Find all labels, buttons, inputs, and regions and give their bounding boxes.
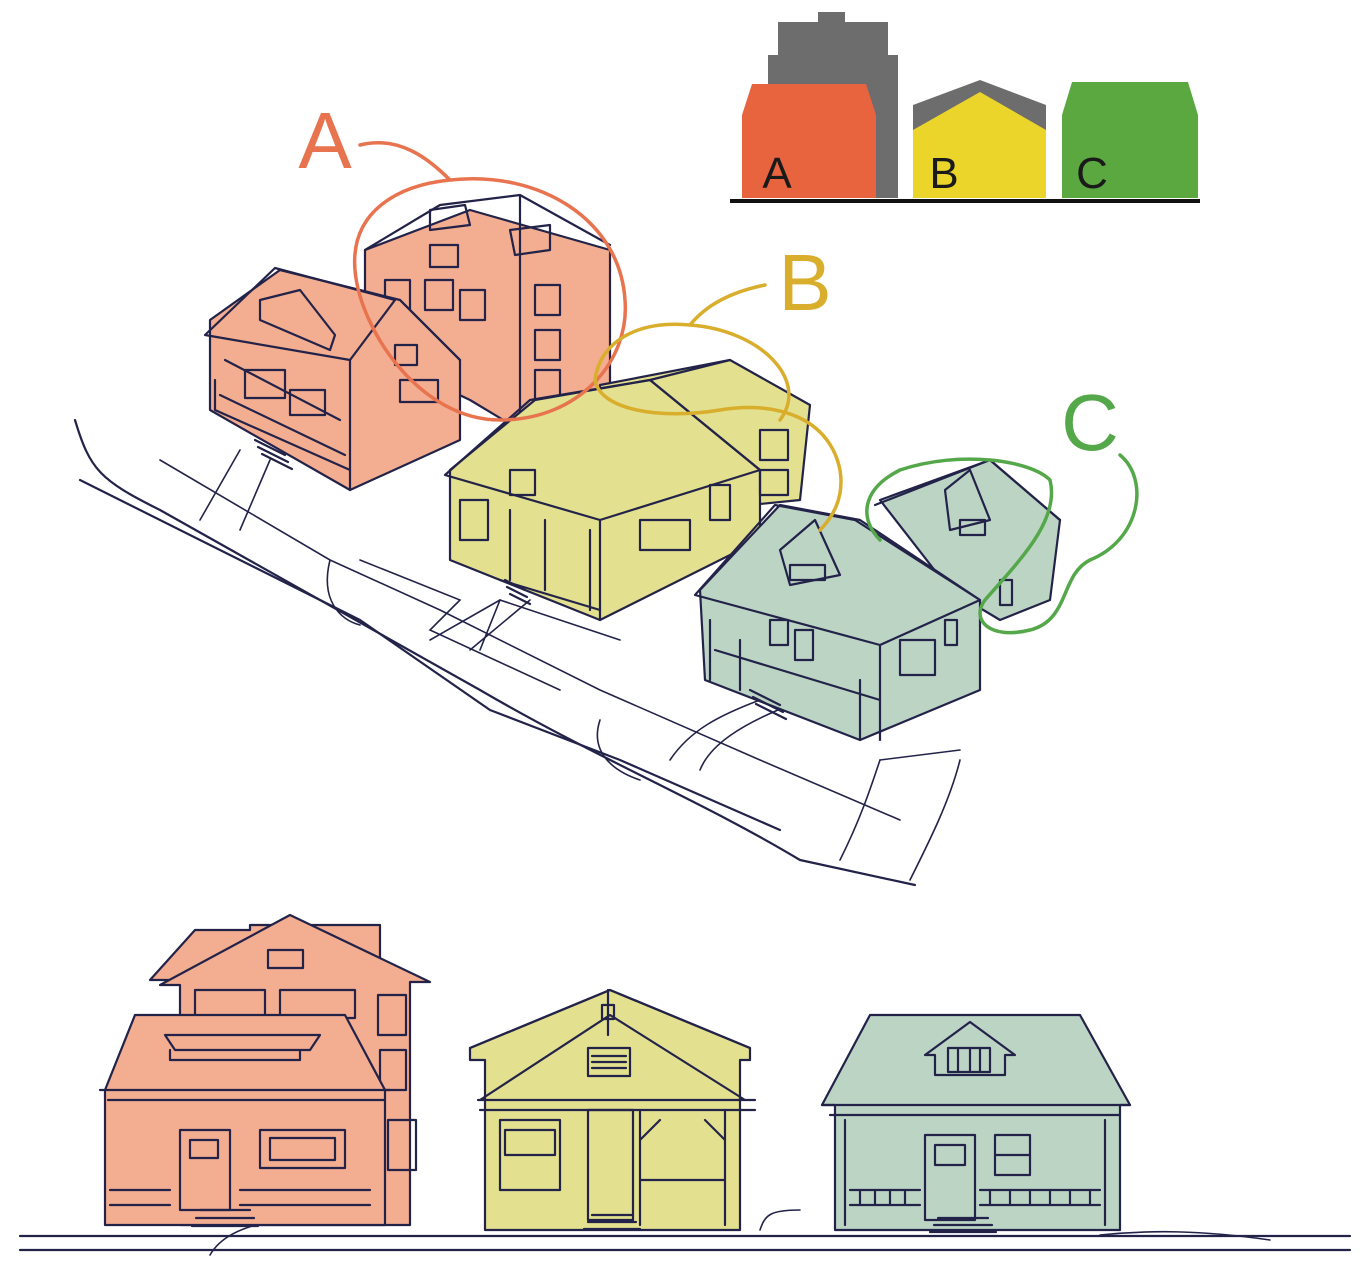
callout-loop-a — [353, 141, 628, 422]
elev-c-door — [923, 1133, 977, 1222]
callout-label-c: C — [1061, 378, 1119, 467]
walkway-c — [669, 699, 791, 771]
sidewalk-joint-2 — [596, 719, 641, 781]
legend-building-b — [913, 92, 1046, 198]
street-edge-line — [78, 478, 782, 832]
legend-building-a — [742, 84, 876, 198]
elev-c-dormer — [923, 1020, 1017, 1077]
iso-b-roof — [443, 358, 762, 622]
iso-b-porch — [498, 508, 602, 612]
elev-a-front-railing — [108, 1188, 372, 1207]
elev-b-gable-vent — [586, 1046, 632, 1078]
elev-b-steps — [582, 1213, 642, 1231]
elev-c-steps — [928, 1216, 998, 1234]
callout-label-a: A — [298, 96, 352, 185]
iso-b-gable-vent — [508, 468, 537, 497]
elev-c-dormer-window — [946, 1046, 992, 1074]
iso-a-tall-dormer — [428, 203, 552, 257]
iso-a-front-roof — [203, 266, 462, 492]
callout-loop-b — [593, 283, 843, 532]
iso-a-front-dormer — [258, 288, 337, 352]
iso-c-front-steps — [748, 688, 788, 721]
legend-label-a: A — [762, 149, 792, 198]
elev-b-porch-posts — [638, 1108, 727, 1227]
elev-house-b — [468, 988, 757, 1232]
walkway-b — [429, 599, 531, 651]
elev-b-finial — [600, 988, 616, 1037]
elev-a-front-building — [103, 1013, 387, 1227]
elev-house-c — [820, 1013, 1132, 1234]
lot-line-1 — [359, 559, 561, 691]
elev-c-railing — [848, 1188, 1102, 1207]
street-curb-line — [73, 418, 917, 887]
iso-house-b — [443, 358, 812, 622]
lot-line-2 — [479, 599, 621, 651]
elev-c-porch-posts — [843, 1118, 1107, 1227]
elev-a-front-roof-edge — [98, 1088, 392, 1102]
legend-building-c — [1062, 82, 1198, 198]
lot-line-3 — [839, 759, 961, 881]
iso-house-c-front — [693, 503, 982, 742]
iso-a-tall-roofline — [363, 193, 612, 432]
iso-c-rear-window — [958, 518, 1014, 607]
elev-b-door — [586, 1108, 635, 1222]
elev-c-roof — [820, 1103, 1132, 1117]
elev-b-roof — [468, 988, 757, 1112]
elev-a-front-dormer — [163, 1033, 322, 1062]
iso-c-front-porch — [708, 618, 882, 742]
elev-house-a — [98, 913, 432, 1228]
elev-c-window — [993, 1133, 1032, 1177]
sidewalk-joint-1 — [326, 559, 361, 626]
iso-c-front-dormer-window — [788, 563, 827, 582]
iso-a-front-steps — [253, 438, 294, 471]
lot-line-4 — [879, 749, 961, 761]
front-elevation — [18, 913, 1352, 1256]
massing-legend: A B C — [730, 12, 1200, 203]
walkway-a — [199, 449, 271, 531]
iso-b-windows — [458, 428, 790, 552]
sidewalk-line — [159, 459, 901, 821]
iso-house-a-front — [203, 266, 462, 492]
callout-loop-c — [865, 453, 1139, 635]
iso-c-front-roof — [693, 503, 982, 742]
legend-label-c: C — [1076, 149, 1108, 198]
iso-b-steps — [503, 578, 532, 606]
callout-label-b: B — [778, 238, 831, 327]
isometric-street: A B C — [73, 96, 1139, 887]
elev-a-back-window-top — [266, 948, 305, 970]
elev-b-window — [498, 1118, 562, 1192]
iso-c-front-windows — [768, 618, 959, 677]
elev-a-front-steps — [190, 1208, 260, 1228]
elev-a-side-door — [386, 1118, 418, 1172]
elev-a-front-window — [258, 1128, 347, 1170]
legend-label-b: B — [929, 149, 958, 198]
iso-a-tall-windows — [383, 243, 562, 402]
